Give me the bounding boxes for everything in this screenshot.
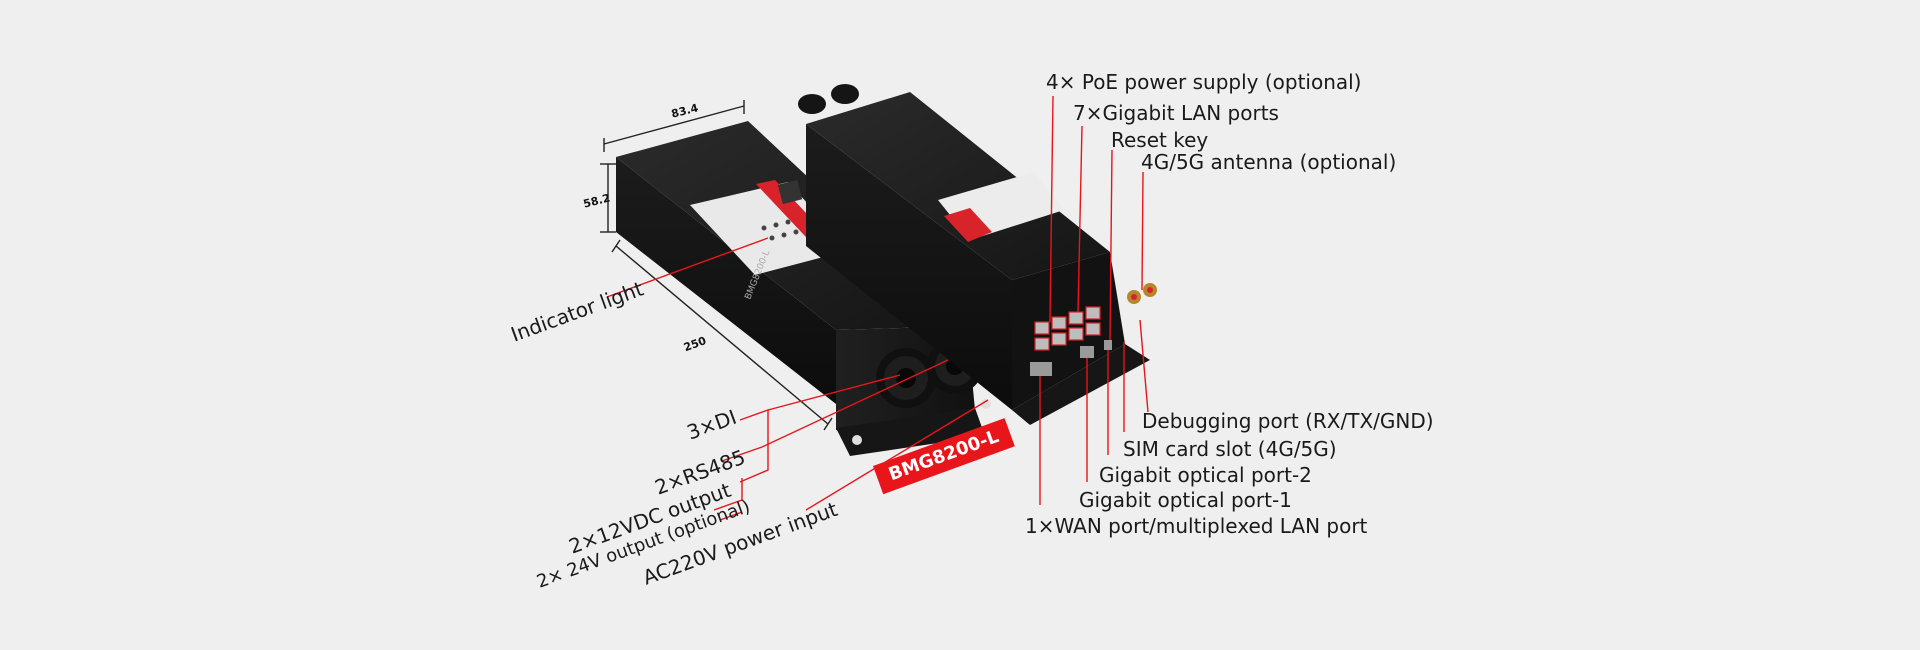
label-antenna: 4G/5G antenna (optional)	[1141, 150, 1397, 174]
label-sim-slot: SIM card slot (4G/5G)	[1123, 437, 1337, 461]
label-debugging-port: Debugging port (RX/TX/GND)	[1142, 409, 1434, 433]
label-optical-port-1: Gigabit optical port-1	[1079, 488, 1292, 512]
right-device-sticker-red	[944, 208, 992, 242]
left-device-mount-flange	[836, 408, 985, 456]
right-device-lan-ports	[1034, 306, 1101, 351]
leader-lines	[606, 95, 1149, 521]
left-device-qr	[777, 179, 803, 205]
right-device-top-glands	[798, 84, 859, 114]
right-device-side	[806, 124, 1012, 410]
dimension-lines	[600, 100, 833, 431]
label-optical-port-2: Gigabit optical port-2	[1099, 463, 1312, 487]
left-device-sticker	[690, 182, 850, 275]
right-device-lower-ports	[1030, 340, 1112, 376]
right-device-top	[806, 92, 1110, 280]
left-device-indicator-leds	[761, 219, 799, 241]
label-poe: 4× PoE power supply (optional)	[1046, 70, 1362, 94]
right-device-antenna-connectors	[1127, 283, 1157, 304]
right-device-mount-flange	[1012, 344, 1150, 425]
right-device	[798, 84, 1157, 425]
label-wan-port: 1×WAN port/multiplexed LAN port	[1025, 514, 1368, 538]
label-gigabit-lan: 7×Gigabit LAN ports	[1073, 101, 1279, 125]
label-reset-key: Reset key	[1111, 128, 1209, 152]
left-device-side	[616, 157, 836, 404]
